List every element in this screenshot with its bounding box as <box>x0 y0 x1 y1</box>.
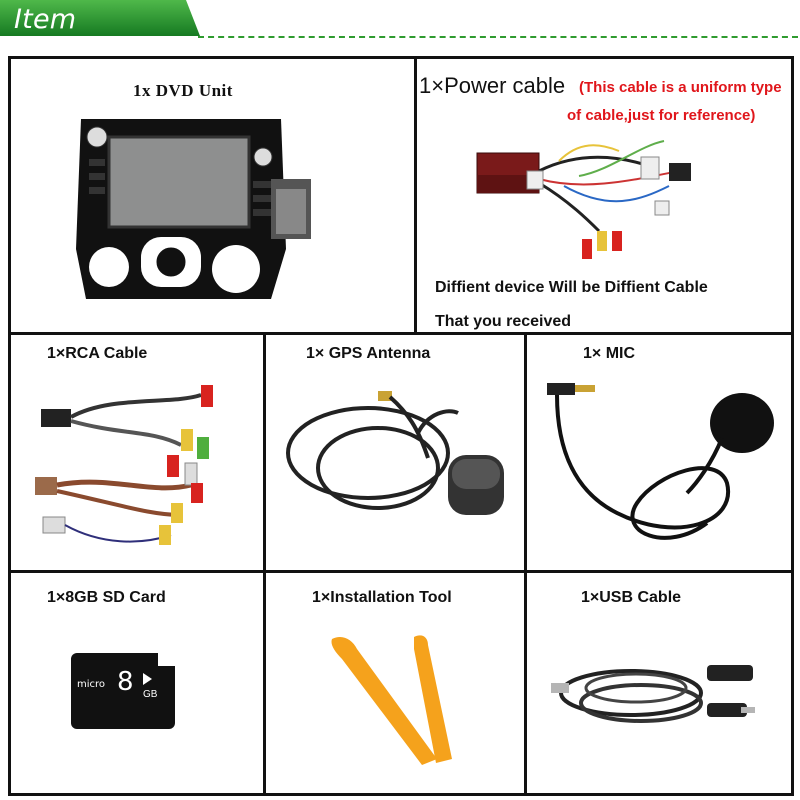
power-caption-line-1: Diffient device Will be Diffient Cable <box>435 279 708 296</box>
dvd-unit-image <box>76 119 311 299</box>
sd-card-notch <box>158 652 176 666</box>
cell-gps-antenna: 1× GPS Antenna <box>266 335 527 570</box>
power-cable-image <box>476 140 691 259</box>
cell-usb-cable: 1×USB Cable <box>527 573 791 793</box>
pry-tool-image <box>331 635 452 765</box>
row-3: 1×8GB SD Card micro 8 GB 1×Installation … <box>11 573 791 793</box>
play-icon <box>143 673 152 685</box>
cell-mic: 1× MIC <box>527 335 791 570</box>
banner-shape <box>0 0 200 36</box>
row-1: 1x DVD Unit <box>11 59 791 335</box>
cell-rca-cable: 1×RCA Cable <box>11 335 266 570</box>
header-title: Item Includes: <box>14 4 138 66</box>
sd-card-brand: micro <box>77 679 106 690</box>
mic-label: 1× MIC <box>583 345 636 362</box>
row-2: 1×RCA Cable 1× GPS Antenn <box>11 335 791 573</box>
rca-label: 1×RCA Cable <box>47 345 148 362</box>
gps-label: 1× GPS Antenna <box>306 345 431 362</box>
usb-cable-label: 1×USB Cable <box>581 589 682 606</box>
sd-card-unit: GB <box>143 689 158 700</box>
gps-antenna-image <box>286 391 504 515</box>
power-note-line-1: (This cable is a uniform type <box>579 79 782 96</box>
header-divider <box>198 36 798 38</box>
cell-installation-tool: 1×Installation Tool <box>266 573 527 793</box>
sd-card-image: micro 8 GB <box>71 652 176 729</box>
cell-power-cable: 1×Power cable (This cable is a uniform t… <box>417 59 791 332</box>
mic-image <box>547 383 774 540</box>
cell-dvd-unit: 1x DVD Unit <box>11 59 417 332</box>
sd-card-capacity: 8 <box>117 667 134 697</box>
items-frame: 1x DVD Unit <box>8 56 794 796</box>
installation-tool-label: 1×Installation Tool <box>312 589 452 606</box>
power-cable-label: 1×Power cable <box>419 73 566 98</box>
power-caption-line-2: That you received <box>435 313 572 330</box>
header-banner: Item Includes: <box>0 0 200 66</box>
usb-cable-image <box>551 665 755 723</box>
rca-cable-image <box>35 385 213 545</box>
power-note-line-2: of cable,just for reference) <box>567 107 756 124</box>
cell-sd-card: 1×8GB SD Card micro 8 GB <box>11 573 266 793</box>
dvd-label: 1x DVD Unit <box>133 81 233 100</box>
sd-card-label: 1×8GB SD Card <box>47 589 166 606</box>
